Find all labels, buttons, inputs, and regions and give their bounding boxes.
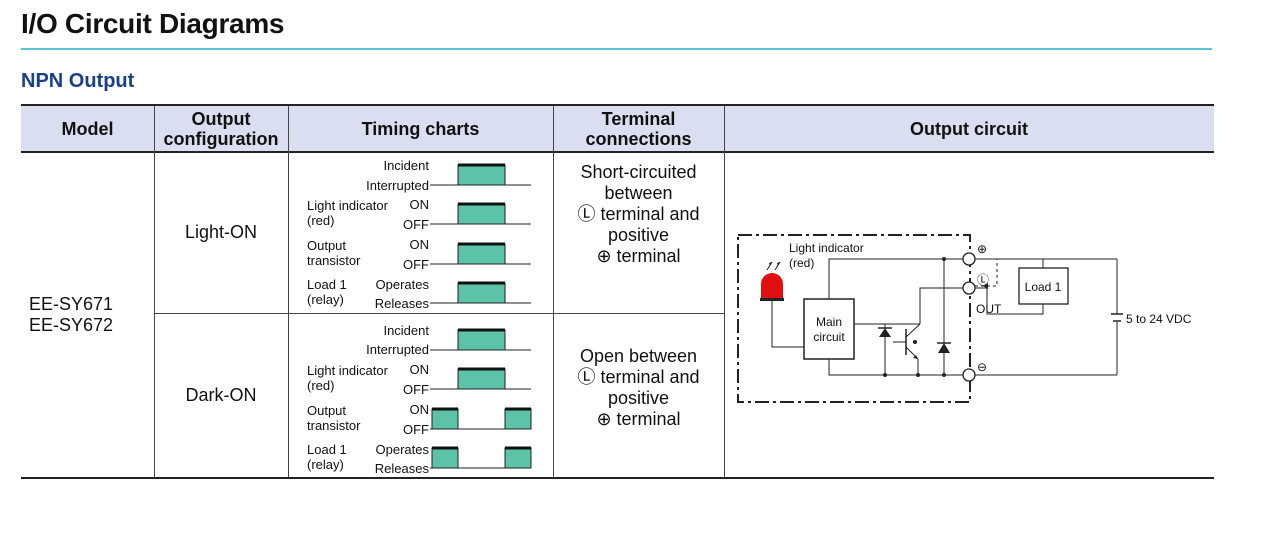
col-divider [288, 106, 289, 477]
table-top-border [21, 104, 1214, 106]
pulse-incident [457, 164, 506, 186]
header-terminal-connections: Terminal connections [553, 106, 724, 151]
tc-transistor-label: transistor [307, 418, 361, 433]
col-divider [724, 106, 725, 477]
table-header-bg [21, 106, 1214, 151]
tc-on-label: ON [409, 402, 430, 417]
pulse-load-b [504, 447, 532, 469]
terminal-text-line: positive [607, 225, 670, 245]
tc-light-indicator-label: Light indicator [307, 198, 388, 213]
symbol-minus: ⊖ [977, 360, 987, 374]
terminal-text-line: Ⓛ terminal and [577, 366, 700, 387]
label-supply: 5 to 24 VDC [1126, 312, 1192, 326]
config-light-on: Light-ON [184, 222, 258, 242]
tc-light-indicator-sub: (red) [307, 213, 335, 228]
pulse-load [457, 282, 506, 304]
terminal-text-line: ⊕ terminal [596, 246, 681, 266]
section-title: NPN Output [21, 70, 135, 92]
tc-light-indicator-sub: (red) [307, 378, 335, 393]
timing-waveforms-dark-on [430, 328, 532, 469]
terminal-text-line: ⊕ terminal [596, 408, 681, 429]
header-timing-charts: Timing charts [361, 118, 480, 139]
tc-on-label: ON [409, 197, 430, 212]
tc-releases-label: Releases [374, 296, 429, 311]
col-divider [553, 106, 554, 477]
light-indicator-led [760, 261, 784, 301]
label-circuit: circuit [813, 330, 845, 344]
header-terminal-line1: Terminal [601, 108, 676, 129]
tc-light-indicator-label: Light indicator [307, 363, 388, 378]
label-light-indicator: Light indicator [789, 241, 864, 255]
label-out: OUT [976, 302, 1002, 316]
terminal-text-line: Open between [579, 345, 698, 366]
tc-off-label: OFF [403, 257, 429, 272]
pulse-transistor-a [431, 408, 459, 430]
tc-on-label: ON [409, 237, 430, 252]
model-name: EE-SY671 [29, 294, 114, 314]
config-dark-on: Dark-ON [185, 385, 257, 405]
col-divider [154, 106, 155, 477]
header-output-config-line1: Output [191, 108, 251, 129]
tc-interrupted-label: Interrupted [366, 178, 429, 193]
label-main: Main [816, 315, 842, 329]
tc-output-label: Output [307, 403, 347, 418]
header-output-circuit: Output circuit [910, 118, 1028, 139]
title-rule [21, 48, 1212, 50]
terminal-text-line: between [604, 183, 673, 203]
tc-load-label: Load 1 [307, 277, 347, 292]
tc-relay-label: (relay) [307, 457, 344, 472]
tc-incident-label: Incident [383, 158, 429, 173]
table-header-border [21, 151, 1214, 153]
terminal-text-line: Short-circuited [580, 162, 697, 182]
terminal-dark-on: Open between Ⓛ terminal and positive ⊕ t… [553, 314, 724, 477]
tc-off-label: OFF [403, 422, 429, 437]
main-circuit-box [803, 298, 855, 360]
tc-transistor-label: transistor [307, 253, 361, 268]
terminal-l [962, 281, 976, 295]
terminal-text-line: positive [607, 387, 670, 408]
model-name: EE-SY672 [29, 315, 114, 335]
tc-output-label: Output [307, 238, 347, 253]
pulse-indicator [457, 368, 506, 390]
timing-waveforms-light-on [430, 163, 531, 304]
row-divider [154, 313, 724, 314]
pulse-load-a [431, 447, 459, 469]
model-cell: EE-SY671 EE-SY672 [29, 294, 113, 336]
terminal-text-line: Ⓛ terminal and [577, 204, 700, 224]
pulse-transistor-b [504, 408, 532, 430]
terminal-light-on: Short-circuited between Ⓛ terminal and p… [553, 152, 724, 313]
pulse-incident [457, 329, 506, 351]
label-light-indicator-sub: (red) [789, 256, 814, 270]
tc-incident-label: Incident [383, 323, 429, 338]
page-title: I/O Circuit Diagrams [21, 8, 285, 39]
terminal-plus [962, 252, 976, 266]
tc-load-label: Load 1 [307, 442, 347, 457]
header-terminal-line2: connections [585, 128, 692, 149]
tc-on-label: ON [409, 362, 430, 377]
symbol-l: Ⓛ [977, 273, 989, 287]
header-output-config-line2: configuration [163, 128, 279, 149]
load-box [1018, 267, 1069, 305]
pulse-transistor [457, 243, 506, 265]
label-load: Load 1 [1025, 280, 1062, 294]
tc-interrupted-label: Interrupted [366, 342, 429, 357]
pulse-indicator [457, 203, 506, 225]
tc-relay-label: (relay) [307, 292, 344, 307]
symbol-plus: ⊕ [977, 242, 987, 256]
output-circuit-diagram: Light indicator (red) Main circuit ⊕ Ⓛ ⊖… [737, 234, 1192, 403]
header-output-config: Output configuration [154, 106, 288, 151]
tc-operates-label: Operates [375, 277, 429, 292]
table-bottom-border [21, 477, 1214, 479]
tc-releases-label: Releases [374, 461, 429, 476]
tc-off-label: OFF [403, 217, 429, 232]
terminal-minus [962, 368, 976, 382]
header-model: Model [61, 118, 114, 139]
tc-operates-label: Operates [375, 442, 429, 457]
tc-off-label: OFF [403, 382, 429, 397]
